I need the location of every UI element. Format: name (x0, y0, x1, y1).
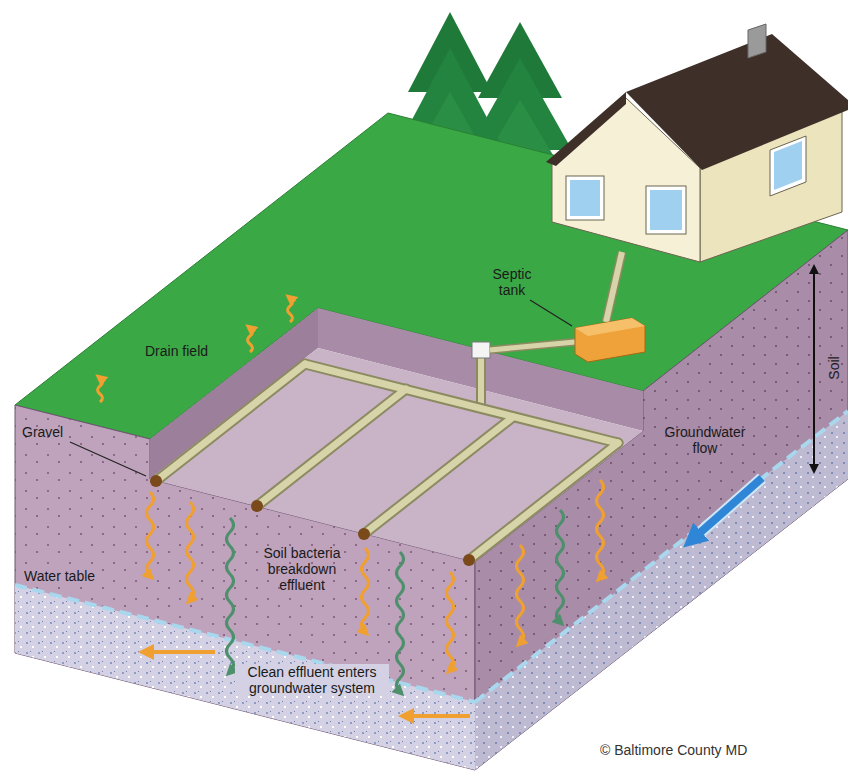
effluent-arrows (557, 510, 564, 622)
layer-label: Water table (22, 568, 97, 584)
house-figure (770, 136, 806, 196)
effluent-arrows (597, 480, 604, 578)
effluent-arrows (517, 545, 524, 643)
house-figure (546, 24, 848, 262)
effluent-arrows (397, 552, 404, 692)
effluent-arrows (146, 650, 215, 654)
effluent-arrows (248, 328, 253, 352)
drain-pipes (156, 364, 305, 481)
drain-pipes (150, 342, 618, 566)
house-figure (546, 92, 626, 166)
leader-lines (70, 266, 814, 476)
effluent-arrows (447, 572, 454, 670)
process-label: Soil bacteria breakdown effluent (252, 545, 352, 593)
dimension-label: Soil (826, 356, 842, 379)
drain-pipes (364, 417, 513, 534)
drain-pipes (364, 417, 513, 534)
drain-pipes (156, 364, 305, 481)
part-label: Septic tank (480, 266, 544, 298)
part-label: Gravel (22, 424, 63, 440)
drain-pipes (472, 342, 490, 358)
drain-pipes (251, 500, 263, 512)
flow-arrow (694, 478, 762, 538)
process-label: Clean effluent enters groundwater system (235, 664, 389, 696)
leader-lines (70, 442, 146, 476)
groundwater-zone (475, 411, 848, 702)
septic-tank-symbol (575, 318, 645, 362)
drain-pipes (476, 358, 486, 408)
effluent-arrows (147, 492, 154, 576)
drain-pipes (478, 358, 484, 408)
groundwater-zone (15, 585, 475, 702)
drain-pipes (150, 475, 162, 487)
septic-tank-symbol (530, 300, 572, 326)
house-figure (566, 176, 604, 220)
groundwater-zone (15, 585, 475, 770)
drain-pipes (257, 389, 406, 506)
flow-arrow (694, 478, 762, 538)
effluent-arrows (98, 378, 103, 402)
effluent-arrows (187, 502, 194, 600)
drain-pipes (463, 554, 475, 566)
effluent-arrows (227, 518, 234, 672)
flow-arrow (694, 478, 762, 538)
house-figure (646, 186, 686, 234)
part-label: Drain field (145, 343, 208, 359)
ground-block (150, 348, 643, 562)
effluent-arrows (288, 298, 293, 322)
septic-tank-symbol (490, 342, 575, 350)
flow-label: Groundwater flow (655, 424, 755, 456)
drain-pipes (257, 389, 406, 506)
septic-tank-symbol (606, 252, 622, 322)
septic-tank-symbol (575, 318, 645, 336)
house-figure (570, 180, 600, 216)
groundwater-zone (475, 411, 848, 770)
septic-tank-symbol (490, 342, 575, 350)
house-figure (650, 190, 682, 230)
effluent-arrows (406, 714, 470, 718)
house-figure (748, 24, 766, 58)
house-figure (774, 141, 802, 190)
house-figure (626, 34, 848, 170)
groundwater-zone (15, 411, 848, 770)
drain-pipes (358, 528, 370, 540)
effluent-arrows (362, 548, 369, 632)
leader-lines (813, 266, 815, 472)
copyright-note: © Baltimore County MD (600, 742, 747, 758)
septic-tank-symbol (606, 252, 622, 322)
effluent-arrows (98, 298, 604, 716)
